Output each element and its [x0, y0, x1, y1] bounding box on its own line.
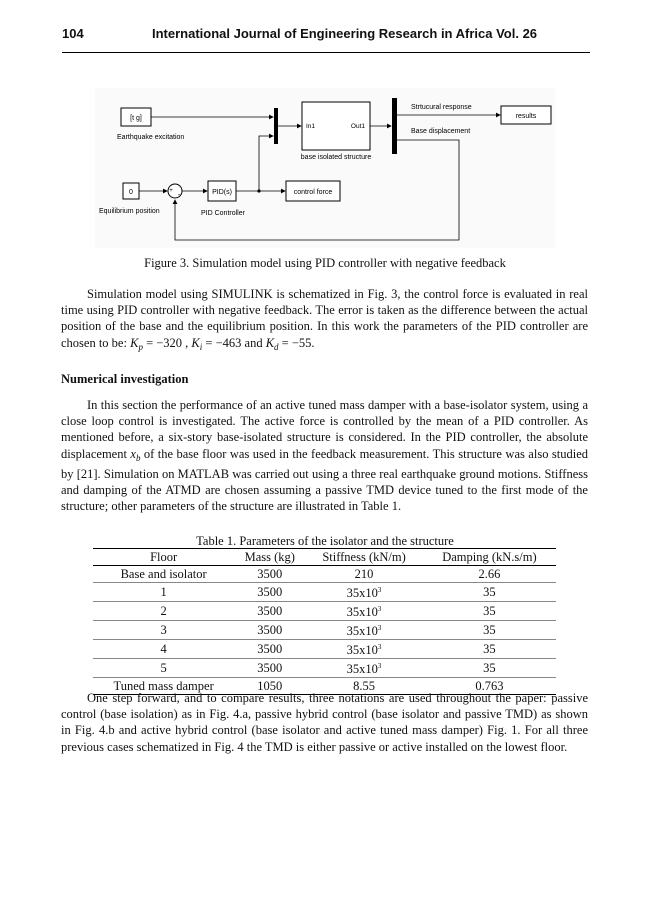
- paragraph-2-text-b: of the base floor was used in the feedba…: [61, 446, 588, 514]
- page-number: 104: [62, 26, 84, 41]
- figure-caption: Figure 3. Simulation model using PID con…: [144, 256, 506, 270]
- ki-value: = −463: [202, 335, 242, 350]
- sum-minus: -: [178, 192, 181, 199]
- kp-subscript: p: [138, 341, 143, 352]
- cell-floor: 5: [93, 658, 235, 678]
- header-mass: Mass (kg): [234, 548, 306, 566]
- table-row: Tuned mass damper 1050 8.55 0.763: [93, 677, 556, 695]
- cell-stiffness: 35x103: [305, 639, 423, 659]
- results-block: [500, 105, 552, 125]
- results-label: results: [516, 113, 537, 120]
- paragraph-2-text-a: In this section the performance of an ac…: [61, 398, 588, 461]
- table-caption: Table 1. Parameters of the isolator and …: [196, 534, 454, 548]
- sum-plus: +: [169, 188, 173, 194]
- kd-value: = −55.: [278, 335, 315, 350]
- table-row: 5 3500 35x103 35: [93, 658, 556, 678]
- cell-stiffness: 210: [305, 565, 423, 583]
- clock-label: [t g]: [130, 115, 142, 122]
- structure-block: [301, 101, 371, 151]
- response-label: Strtucural response: [411, 104, 472, 111]
- force-block: [285, 180, 341, 202]
- cell-stiffness: 35x103: [305, 658, 423, 678]
- paragraph-1-text: Simulation model using SIMULINK is schem…: [61, 287, 588, 350]
- cell-damping: 35: [422, 658, 556, 678]
- cell-stiffness: 35x103: [305, 620, 423, 640]
- cell-stiffness: 35x103: [305, 582, 423, 602]
- cell-mass: 3500: [234, 620, 306, 640]
- xb-subscript: b: [135, 452, 141, 463]
- displacement-label: Base displacement: [411, 128, 470, 135]
- cell-mass: 3500: [234, 639, 306, 659]
- force-label: control force: [294, 189, 333, 196]
- cell-floor: Base and isolator: [93, 565, 235, 583]
- feedback-wire: [172, 139, 460, 241]
- stiffness-base: 35x10: [346, 624, 378, 638]
- pid-caption: PID Controller: [201, 210, 246, 217]
- stiffness-base: 35x10: [346, 586, 378, 600]
- kp-symbol: K: [130, 335, 139, 350]
- stiffness-base: 35x10: [346, 643, 378, 657]
- cell-damping: 2.66: [422, 565, 556, 583]
- demux-bar: [392, 98, 397, 154]
- table-row: 4 3500 35x103 35: [93, 639, 556, 659]
- cell-floor: 4: [93, 639, 235, 659]
- cell-stiffness: 35x103: [305, 601, 423, 621]
- stiffness-base: 35x10: [346, 605, 378, 619]
- kd-symbol: K: [265, 335, 275, 350]
- stiffness-exponent: 3: [377, 586, 382, 594]
- cell-mass: 3500: [234, 565, 306, 583]
- in1-port: In1: [306, 123, 315, 130]
- cell-floor: 3: [93, 620, 235, 640]
- stiffness-exponent: 3: [377, 605, 382, 613]
- table-row: 2 3500 35x103 35: [93, 601, 556, 621]
- ki-subscript: i: [199, 341, 203, 352]
- paragraph-2: In this section the performance of an ac…: [61, 397, 588, 514]
- paragraph-3: One step forward, and to compare results…: [61, 691, 588, 754]
- ki-symbol: K: [191, 335, 200, 350]
- and-text: and: [241, 335, 266, 350]
- structure-label: base isolated structure: [301, 154, 372, 161]
- kp-value: = −320 ,: [142, 335, 192, 350]
- cell-floor: 2: [93, 601, 235, 621]
- excitation-label: Earthquake excitation: [117, 134, 184, 141]
- cell-damping: 0.763: [422, 677, 556, 695]
- constant-label: 0: [129, 189, 133, 196]
- table-row: Base and isolator 3500 210 2.66: [93, 565, 556, 583]
- cell-floor: Tuned mass damper: [93, 677, 235, 695]
- cell-mass: 3500: [234, 601, 306, 621]
- cell-damping: 35: [422, 601, 556, 621]
- cell-mass: 3500: [234, 658, 306, 678]
- table-row: 1 3500 35x103 35: [93, 582, 556, 602]
- equilibrium-label: Equilibrium position: [99, 208, 160, 215]
- section-heading: Numerical investigation: [61, 372, 189, 386]
- stiffness-exponent: 3: [377, 662, 382, 670]
- parameters-table: Floor Mass (kg) Stiffness (kN/m) Damping…: [93, 548, 556, 695]
- cell-damping: 35: [422, 620, 556, 640]
- header-stiffness: Stiffness (kN/m): [305, 548, 423, 566]
- header-damping: Damping (kN.s/m): [422, 548, 556, 566]
- stiffness-base: 35x10: [346, 662, 378, 676]
- cell-damping: 35: [422, 639, 556, 659]
- table-header-row: Floor Mass (kg) Stiffness (kN/m) Damping…: [93, 548, 556, 566]
- journal-title: International Journal of Engineering Res…: [152, 26, 538, 41]
- kd-subscript: d: [274, 341, 279, 352]
- out1-port: Out1: [351, 123, 365, 130]
- xb-symbol: x: [130, 446, 136, 461]
- mux-bar: [274, 108, 278, 144]
- pid-text: PID(s): [212, 189, 232, 196]
- cell-stiffness: 8.55: [305, 677, 423, 695]
- cell-floor: 1: [93, 582, 235, 602]
- stiffness-exponent: 3: [377, 624, 382, 632]
- stiffness-exponent: 3: [377, 643, 382, 651]
- simulink-diagram: [t g] Earthquake excitation In1 Out1 bas…: [95, 88, 555, 248]
- cell-mass: 1050: [234, 677, 306, 695]
- cell-mass: 3500: [234, 582, 306, 602]
- table-row: 3 3500 35x103 35: [93, 620, 556, 640]
- page-header: 104 International Journal of Engineering…: [62, 22, 590, 53]
- paragraph-1: Simulation model using SIMULINK is schem…: [61, 286, 588, 355]
- force-to-mux-wire: [258, 133, 274, 191]
- cell-damping: 35: [422, 582, 556, 602]
- header-floor: Floor: [93, 548, 235, 566]
